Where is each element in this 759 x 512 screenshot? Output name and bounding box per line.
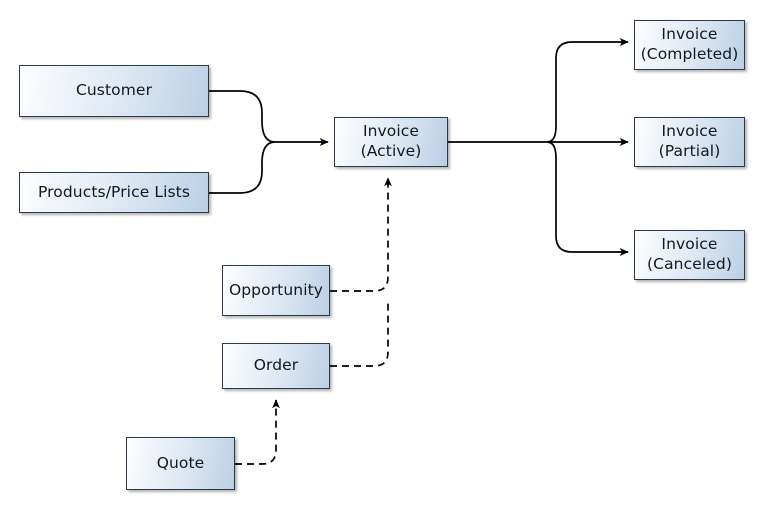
node-products-price-lists-label: Products/Price Lists [37, 182, 191, 201]
node-order[interactable]: Order [222, 343, 330, 389]
node-invoice-active-label: Invoice (Active) [360, 122, 422, 160]
node-invoice-completed[interactable]: Invoice (Completed) [634, 20, 745, 70]
node-invoice-completed-label: Invoice (Completed) [640, 25, 739, 63]
node-invoice-canceled[interactable]: Invoice (Canceled) [634, 230, 745, 280]
edge-products-to-invoice [209, 141, 276, 194]
node-products-price-lists[interactable]: Products/Price Lists [19, 172, 209, 213]
edge-quote-to-order [235, 399, 280, 465]
edge-invoice-to-canceled [546, 141, 629, 256]
edge-order-to-invoice [330, 300, 389, 367]
node-quote[interactable]: Quote [126, 437, 235, 490]
node-customer[interactable]: Customer [19, 65, 209, 117]
node-opportunity-label: Opportunity [228, 280, 324, 299]
node-invoice-canceled-label: Invoice (Canceled) [647, 235, 732, 273]
edge-opportunity-to-invoice [330, 177, 392, 292]
edge-customer-to-invoice [209, 90, 329, 146]
node-opportunity[interactable]: Opportunity [222, 265, 330, 316]
node-invoice-partial[interactable]: Invoice (Partial) [634, 117, 745, 167]
edge-invoice-to-completed [546, 38, 629, 143]
node-order-label: Order [253, 356, 299, 375]
node-quote-label: Quote [156, 453, 205, 472]
node-invoice-active[interactable]: Invoice (Active) [334, 117, 448, 167]
node-customer-label: Customer [75, 81, 153, 100]
node-invoice-partial-label: Invoice (Partial) [658, 122, 721, 160]
